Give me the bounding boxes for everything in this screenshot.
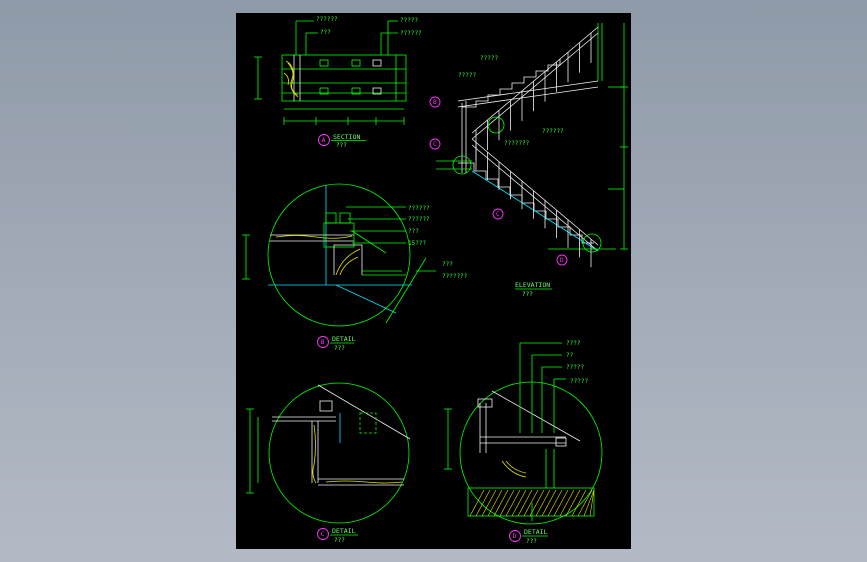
elevation-marker-d-letter: D [560, 257, 564, 264]
section-a-marker-letter: A [322, 137, 326, 144]
hatch-line [475, 489, 491, 517]
detail-d-callout-1: ???? [566, 340, 581, 347]
detail-b-callout-3: ??? [408, 228, 419, 235]
section-a-drawing [254, 20, 407, 125]
hatch-line [511, 489, 527, 517]
elevation-marker-b-letter: B [433, 99, 437, 106]
detail-b-marker-letter: B [321, 339, 325, 346]
detail-d-marker-letter: D [513, 533, 517, 540]
detail-c-drawing [246, 382, 411, 524]
section-a-callout-2: ??? [320, 29, 331, 36]
section-a-subtitle: ??? [336, 142, 347, 149]
detail-b-drawing [242, 183, 436, 327]
hatch-line [565, 489, 581, 517]
detail-c-marker [317, 528, 329, 540]
hatch-line [487, 489, 503, 517]
detail-d-callout-2: ?? [566, 352, 574, 359]
stair-elevation-balusters [475, 32, 592, 268]
section-a-title: SECTION [333, 133, 360, 141]
drawing-sheet: ?????? ??? ????? ?????? A SECTION ??? ??… [236, 13, 631, 549]
detail-b-marker [317, 336, 329, 348]
hatch-line [505, 489, 521, 517]
elevation-marker-b [429, 96, 441, 108]
detail-c-subtitle: ??? [334, 537, 345, 544]
hatch-line [499, 489, 515, 517]
hatch-line [589, 489, 595, 517]
elevation-subtitle: ??? [522, 291, 533, 298]
hatch-line [571, 489, 587, 517]
hatch-line [517, 489, 533, 517]
detail-b-subtitle: ??? [334, 345, 345, 352]
elevation-callout-4: ??????? [504, 140, 530, 147]
detail-d-marker [509, 530, 521, 542]
detail-b-callout-5: ??? [442, 261, 453, 268]
elevation-callout-1: ????? [480, 55, 498, 62]
section-a-callout-4: ?????? [400, 30, 422, 37]
elevation-callout-2: ????? [458, 72, 476, 79]
section-a-callout-1: ?????? [316, 16, 338, 23]
stair-elevation-drawing [436, 23, 628, 253]
detail-d-callout-3: ????? [566, 364, 584, 371]
detail-b-callout-6: ??????? [442, 273, 468, 280]
hatch-line [523, 489, 539, 517]
elevation-marker-d [556, 254, 568, 266]
hatch-line [541, 489, 557, 517]
detail-c-title: DETAIL [332, 527, 356, 535]
elevation-marker-c [429, 138, 441, 150]
hatch-line [583, 489, 595, 517]
detail-b-callout-4: 15??? [408, 240, 426, 247]
hatch-line [493, 489, 509, 517]
elevation-title: ELEVATION [515, 281, 550, 289]
hatch-line [469, 489, 485, 517]
hatch-line [535, 489, 551, 517]
cad-drawing: ?????? ??? ????? ?????? A SECTION ??? ??… [242, 16, 628, 545]
detail-d-title: DETAIL [524, 528, 548, 536]
elevation-marker-c2 [492, 208, 504, 220]
detail-c-marker-letter: C [321, 531, 325, 538]
section-a-callout-3: ????? [400, 17, 418, 24]
detail-b-title: DETAIL [332, 335, 356, 343]
detail-d-subtitle: ??? [526, 538, 537, 545]
hatch-line [481, 489, 497, 517]
elevation-marker-c2-letter: C [496, 211, 500, 218]
section-a-marker [318, 134, 330, 146]
elevation-callout-3: ?????? [542, 128, 564, 135]
hatch-line [547, 489, 563, 517]
hatch-line [559, 489, 575, 517]
detail-d-hatch [469, 489, 595, 517]
hatch-line [577, 489, 593, 517]
detail-b-callout-1: ?????? [408, 205, 430, 212]
elevation-marker-c-letter: C [433, 141, 437, 148]
hatch-line [553, 489, 569, 517]
detail-d-callout-4: ????? [570, 378, 588, 385]
detail-b-callout-2: ?????? [408, 216, 430, 223]
detail-d-drawing [444, 342, 603, 525]
